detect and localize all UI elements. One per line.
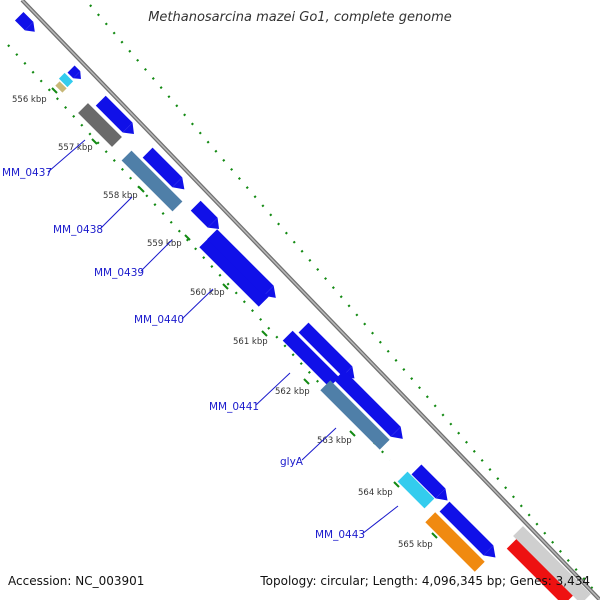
gene-block-light-gray[interactable] — [513, 526, 591, 600]
tick-label: 565 kbp — [398, 540, 433, 550]
gene-label-mm-0438[interactable]: MM_0438 — [53, 224, 103, 236]
tick-marks — [51, 87, 438, 539]
gene-arrow[interactable] — [439, 501, 501, 563]
gene-arrow[interactable] — [142, 147, 190, 195]
tick-label: 559 kbp — [147, 239, 182, 249]
outer-dotted-rail — [89, 4, 599, 596]
tick-labels: 556 kbp 557 kbp 558 kbp 559 kbp 560 kbp … — [12, 95, 433, 550]
gene-block-tan[interactable] — [55, 81, 67, 93]
gene-labels: MM_0437 MM_0438 MM_0439 MM_0440 MM_0441 … — [2, 167, 365, 541]
gene-mm-0439[interactable] — [199, 237, 269, 307]
gene-glya[interactable] — [320, 380, 390, 450]
gene-label-mm-0439[interactable]: MM_0439 — [94, 267, 144, 279]
tick-label: 563 kbp — [317, 436, 352, 446]
topology-info: Topology: circular; Length: 4,096,345 bp… — [260, 574, 590, 588]
gene-arrow[interactable] — [67, 65, 85, 83]
genome-title: Methanosarcina mazei Go1, complete genom… — [148, 10, 452, 25]
gene-mm-0438[interactable] — [121, 150, 183, 212]
gene-arrow[interactable] — [334, 370, 408, 444]
tick-label: 561 kbp — [233, 337, 268, 347]
gene-arrow[interactable] — [411, 464, 452, 505]
gene-leader-lines — [47, 139, 399, 535]
gene-block-cyan[interactable] — [58, 72, 74, 88]
gene-block-red[interactable] — [506, 538, 574, 600]
tick-label: 560 kbp — [190, 288, 225, 298]
gene-label-mm-0440[interactable]: MM_0440 — [134, 314, 184, 326]
tick-label: 562 kbp — [275, 387, 310, 397]
gene-arrow[interactable] — [190, 200, 224, 234]
gene-features — [14, 11, 591, 600]
gene-arrow[interactable] — [14, 11, 39, 36]
tick-label: 564 kbp — [358, 488, 393, 498]
gene-label-mm-0437[interactable]: MM_0437 — [2, 167, 52, 179]
gene-label-mm-0443[interactable]: MM_0443 — [315, 529, 365, 541]
gene-block-orange[interactable] — [425, 512, 485, 572]
accession-label: Accession: NC_003901 — [8, 574, 145, 588]
gene-arrow[interactable] — [95, 95, 139, 139]
gene-label-mm-0441[interactable]: MM_0441 — [209, 401, 259, 413]
tick-label: 558 kbp — [103, 191, 138, 201]
gene-arrow[interactable] — [207, 229, 281, 303]
gene-mm-0437[interactable] — [78, 103, 122, 147]
gene-mm-0443[interactable] — [397, 471, 435, 509]
tick-label: 556 kbp — [12, 95, 47, 105]
gene-mm-0440[interactable] — [282, 330, 340, 388]
gene-label-glya[interactable]: glyA — [280, 456, 304, 468]
